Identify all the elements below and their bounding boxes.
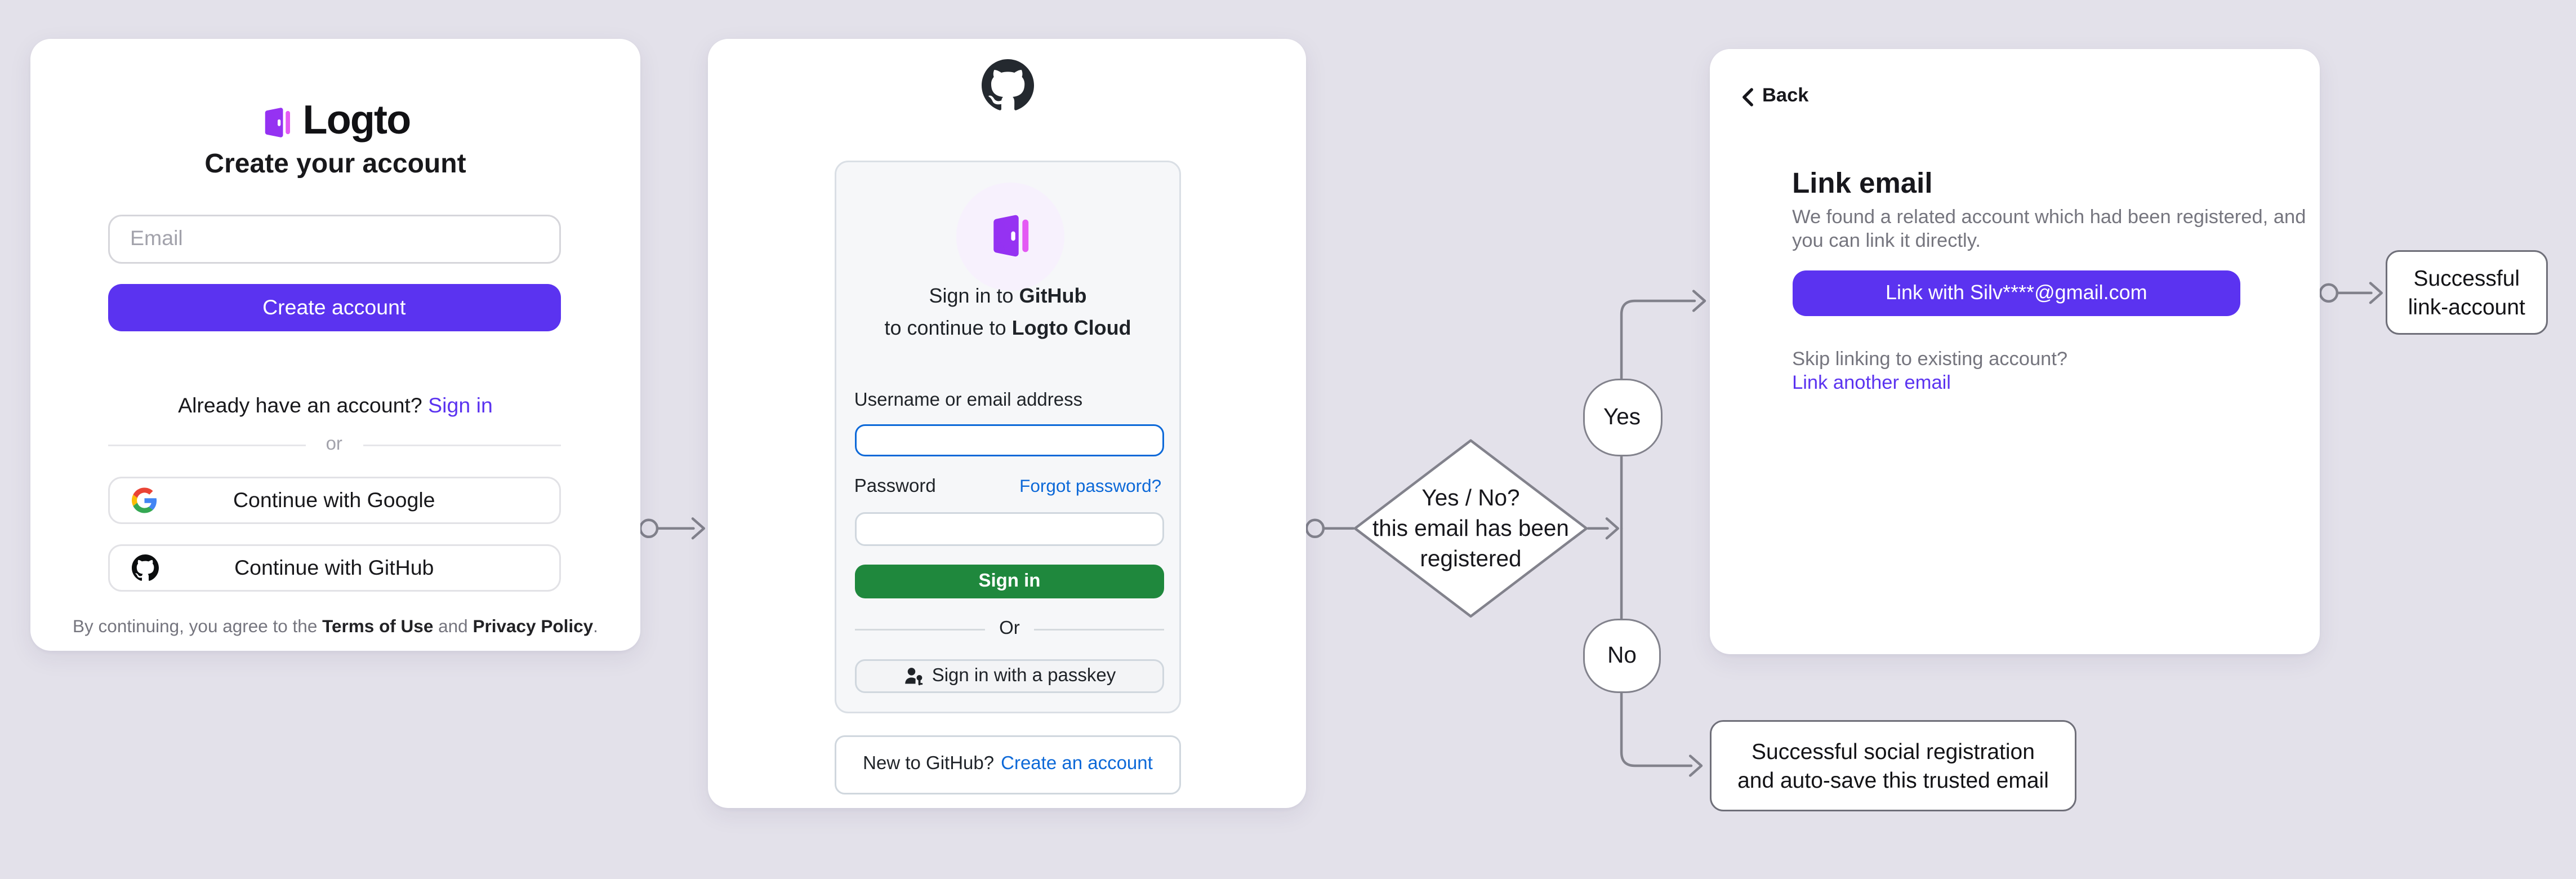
- password-label: Password: [854, 477, 936, 498]
- logto-app-badge: [955, 182, 1064, 291]
- logto-brand: Logto: [30, 98, 640, 145]
- or-divider: or: [108, 434, 560, 455]
- create-account-button[interactable]: Create account: [108, 284, 560, 331]
- back-icon: [1740, 87, 1755, 106]
- link-another-email-link[interactable]: Link another email: [1792, 372, 1951, 393]
- flow-yes-node: Yes: [1582, 378, 1662, 456]
- signin-link[interactable]: Sign in: [428, 394, 493, 418]
- back-button[interactable]: Back: [1740, 86, 1809, 106]
- arrowhead: [691, 517, 706, 540]
- skip-linking-text: Skip linking to existing account?: [1792, 350, 2068, 370]
- terms-of-use-link[interactable]: Terms of Use: [322, 617, 434, 637]
- signin-prompt: Already have an account? Sign in: [178, 394, 493, 418]
- result-social-registration-box: Successful social registration and auto-…: [1710, 720, 2076, 811]
- connector-dot: [2319, 283, 2339, 303]
- continue-github-button[interactable]: Continue with GitHub: [108, 543, 560, 592]
- privacy-policy-link[interactable]: Privacy Policy: [473, 617, 594, 637]
- logto-logo-icon: [261, 104, 295, 140]
- github-or-divider: Or: [854, 619, 1165, 640]
- logto-signup-card: Logto Create your account Create account…: [30, 39, 640, 651]
- passkey-icon: [903, 666, 924, 686]
- passkey-button[interactable]: Sign in with a passkey: [854, 659, 1165, 694]
- decision-label: Yes / No? this email has been registered: [1372, 485, 1569, 571]
- signup-title: Create your account: [204, 150, 466, 179]
- link-email-description: We found a related account which had bee…: [1792, 207, 2306, 251]
- arrowhead: [2369, 282, 2383, 304]
- new-to-github-box: New to GitHub? Create an account: [835, 734, 1181, 794]
- github-signin-subheading: to continue to Logto Cloud: [884, 316, 1131, 340]
- logto-logo-icon: [986, 212, 1033, 261]
- link-with-email-button[interactable]: Link with Silv****@gmail.com: [1792, 269, 2241, 316]
- continue-google-button[interactable]: Continue with Google: [108, 476, 560, 524]
- connector-dot: [639, 518, 659, 539]
- github-logo-icon: [132, 554, 159, 581]
- link-email-card: Back Link email We found a related accou…: [1710, 49, 2320, 654]
- email-input[interactable]: [108, 215, 560, 263]
- arrowhead: [1688, 754, 1703, 777]
- flow-no-node: No: [1583, 618, 1661, 692]
- connector-dot: [1305, 518, 1325, 539]
- decision-diamond: [1353, 439, 1588, 618]
- google-logo-icon: [132, 487, 157, 513]
- password-input[interactable]: [854, 512, 1165, 546]
- forgot-password-link[interactable]: Forgot password?: [1019, 477, 1162, 498]
- github-signin-card: Sign in to GitHub to continue to Logto C…: [708, 39, 1306, 808]
- link-email-title: Link email: [1792, 167, 1933, 199]
- create-github-account-link[interactable]: Create an account: [1001, 754, 1153, 775]
- username-label: Username or email address: [854, 390, 1083, 411]
- arrowhead: [1692, 290, 1706, 312]
- github-logo-icon: [708, 59, 1306, 112]
- github-signin-panel: Sign in to GitHub to continue to Logto C…: [835, 161, 1181, 713]
- arrowhead: [1605, 517, 1620, 540]
- result-link-account-box: Successful link-account: [2386, 250, 2548, 335]
- brand-name: Logto: [302, 98, 412, 144]
- github-signin-button[interactable]: Sign in: [854, 565, 1165, 598]
- github-signin-heading: Sign in to GitHub: [929, 283, 1087, 308]
- terms-text: By continuing, you agree to the Terms of…: [73, 617, 598, 637]
- username-input[interactable]: [854, 424, 1165, 458]
